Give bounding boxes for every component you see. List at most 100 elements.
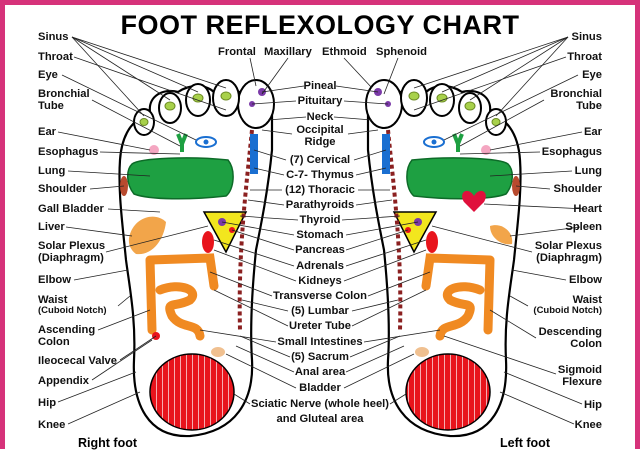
right-bladder xyxy=(211,347,225,357)
label-adrenals: Adrenals xyxy=(296,260,344,272)
left-foot-label-knee: Knee xyxy=(574,419,602,431)
label-sphenoid: Sphenoid xyxy=(376,46,427,58)
label-ridge: Ridge xyxy=(304,136,336,148)
label-transverse-colon: Transverse Colon xyxy=(273,290,367,302)
right-foot-drawing xyxy=(118,79,275,438)
left-lung xyxy=(406,157,513,200)
left-foot-label-colon: Colon xyxy=(570,338,602,350)
label-bladder: Bladder xyxy=(299,382,341,394)
left-solar-plexus xyxy=(392,211,438,254)
label-frontal: Frontal xyxy=(218,46,256,58)
left-foot-label-flexure: Flexure xyxy=(562,376,602,388)
left-sinus-dot xyxy=(408,91,420,101)
right-foot-label-shoulder: Shoulder xyxy=(38,183,87,195)
label-lumbar: (5) Lumbar xyxy=(291,305,349,317)
left-foot-label-elbow: Elbow xyxy=(569,274,602,286)
right-foot-label-knee: Knee xyxy=(38,419,66,431)
left-foot-label-diaphragm: (Diaphragm) xyxy=(536,252,602,264)
label-small-intestines: Small Intestines xyxy=(277,336,363,348)
right-foot-label-elbow: Elbow xyxy=(38,274,71,286)
right-foot-label-diaphragm: (Diaphragm) xyxy=(38,252,104,264)
label-cervical: (7) Cervical xyxy=(289,154,351,166)
left-ear xyxy=(481,145,491,155)
label-pineal: Pineal xyxy=(303,80,337,92)
left-foot-label-throat: Throat xyxy=(567,51,602,63)
chart-title: FOOT REFLEXOLOGY CHART xyxy=(120,10,520,40)
right-foot-label-waist: Waist xyxy=(38,294,68,306)
top-pointers xyxy=(249,57,399,95)
left-foot-label-spleen: Spleen xyxy=(565,221,602,233)
left-foot-label-lung: Lung xyxy=(574,165,602,177)
right-side-pointers xyxy=(413,36,587,425)
right-foot-label-lung: Lung xyxy=(38,165,66,177)
left-foot-label-bronchial: Bronchial xyxy=(550,88,602,100)
left-spine xyxy=(386,129,403,331)
label-anal-area: Anal area xyxy=(294,366,346,378)
left-colon xyxy=(421,253,495,341)
right-foot-name: Right foot xyxy=(78,436,138,450)
left-sinus-dot xyxy=(491,118,501,126)
left-bronchial xyxy=(452,133,464,152)
left-foot-label-esophagus: Esophagus xyxy=(541,146,602,158)
right-sinus-dot xyxy=(164,101,176,111)
left-heel xyxy=(405,353,491,431)
label-pancreas: Pancreas xyxy=(295,244,345,256)
right-foot-label-liver: Liver xyxy=(38,221,65,233)
right-foot-label-bronchial: Bronchial xyxy=(38,88,90,100)
right-liver xyxy=(128,216,166,255)
left-foot-label-waist: Waist xyxy=(572,294,602,306)
left-sinus-dot xyxy=(464,101,476,111)
right-foot-label-ear: Ear xyxy=(38,126,57,138)
right-foot-label-colon: Colon xyxy=(38,336,70,348)
right-sinus-dot xyxy=(139,118,149,126)
label-ureter-tube: Ureter Tube xyxy=(289,320,351,332)
right-foot-label-hip: Hip xyxy=(38,397,57,409)
left-foot-label-descending: Descending xyxy=(538,326,602,338)
right-colon xyxy=(145,253,219,341)
left-foot-label-ear: Ear xyxy=(583,126,602,138)
right-lung xyxy=(127,157,234,200)
right-spine xyxy=(237,129,254,331)
left-foot-label-heart: Heart xyxy=(573,203,602,215)
left-foot-drawing xyxy=(365,79,522,438)
left-sinus-dot xyxy=(436,93,448,103)
left-bladder xyxy=(415,347,429,357)
right-heel xyxy=(149,353,235,431)
label-kidneys: Kidneys xyxy=(298,275,342,287)
label-thoracic: (12) Thoracic xyxy=(285,184,355,196)
right-sinus-dot xyxy=(192,93,204,103)
label-thyroid: Thyroid xyxy=(299,214,341,226)
right-solar-plexus xyxy=(202,211,248,254)
left-foot-label-solar-plexus: Solar Plexus xyxy=(534,240,602,252)
right-foot-label-sinus: Sinus xyxy=(38,31,69,43)
right-foot-label-esophagus: Esophagus xyxy=(38,146,99,158)
label-neck: Neck xyxy=(306,111,334,123)
right-foot-label-eye: Eye xyxy=(38,69,58,81)
label-parathyroids: Parathyroids xyxy=(285,199,355,211)
label-occipital: Occipital xyxy=(296,124,344,136)
right-bronchial xyxy=(176,133,188,152)
left-foot-label-eye: Eye xyxy=(582,69,602,81)
left-foot-label-cuboid-notch: (Cuboid Notch) xyxy=(533,305,602,316)
left-kidney xyxy=(426,231,438,253)
left-foot-label-hip: Hip xyxy=(583,399,602,411)
label-ethmoid: Ethmoid xyxy=(322,46,367,58)
right-ear xyxy=(149,145,159,155)
label-pituitary: Pituitary xyxy=(297,95,343,107)
left-spleen xyxy=(490,225,513,245)
center-pointers xyxy=(199,85,441,405)
right-foot-label-gall-bladder: Gall Bladder xyxy=(38,203,104,215)
right-foot-label-tube: Tube xyxy=(38,100,64,112)
right-foot-label-solar-plexus: Solar Plexus xyxy=(38,240,106,252)
label-gluteal-area: and Gluteal area xyxy=(276,413,364,425)
left-foot-label-shoulder: Shoulder xyxy=(553,183,602,195)
left-foot-label-tube: Tube xyxy=(576,100,602,112)
left-heart xyxy=(462,190,486,212)
right-spine-blue xyxy=(250,134,258,174)
right-foot-label-ascending: Ascending xyxy=(38,324,96,336)
right-foot-label-ileocecal-valve: Ileocecal Valve xyxy=(38,355,117,367)
left-spine-blue xyxy=(382,134,390,174)
